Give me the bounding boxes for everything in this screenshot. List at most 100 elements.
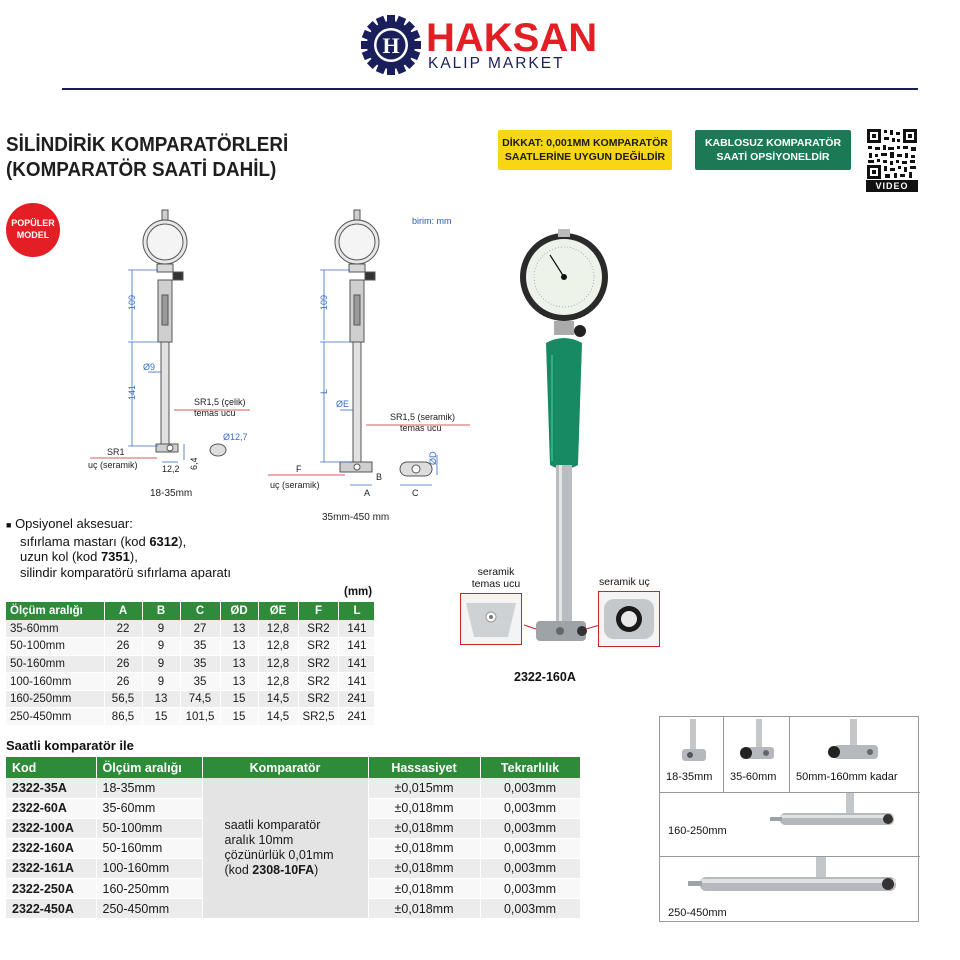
drawing-left-dimensions (128, 269, 185, 463)
spec-cell: 26 (104, 637, 143, 656)
bullet-icon: ■ (6, 520, 12, 530)
comparator-note-line-3: çözünürlük 0,01mm (224, 848, 334, 863)
brand-subtitle: KALIP MARKET (428, 55, 565, 72)
spec-cell: 12,8 (258, 620, 299, 639)
model-header-code: Kod (6, 757, 97, 778)
comparator-note-line-4-end: ) (314, 863, 319, 878)
spec-cell: 101,5 (180, 707, 221, 727)
right-dim-l: L (319, 389, 329, 394)
optional-accessory-note: ■ Opsiyonel aksesuar: sıfırlama mastarı … (6, 516, 231, 580)
model-repeat: 0,003mm (480, 898, 581, 920)
right-tip-label-2: temas ucu (400, 423, 442, 433)
model-accuracy: ±0,018mm (368, 898, 481, 920)
model-accuracy: ±0,018mm (368, 878, 481, 900)
variant-grid: 18-35mm 35-60mm 50mm-160mm kadar 160-250… (659, 716, 920, 923)
variant-label-3: 50mm-160mm kadar (796, 771, 898, 783)
spec-cell: 9 (142, 620, 181, 639)
ceramic-contact-label: seramik temas ucu (462, 566, 530, 590)
variant-label-2: 35-60mm (730, 771, 777, 783)
popular-line-1: POPÜLER (11, 218, 55, 228)
model-table: Kod Ölçüm aralığı Komparatör Hassasiyet … (6, 757, 581, 920)
spec-cell: 241 (338, 690, 376, 709)
spec-cell: SR2 (298, 620, 340, 639)
right-dim-c: C (412, 488, 419, 498)
accessory-heading: ■ Opsiyonel aksesuar: (6, 516, 231, 534)
qr-code-icon[interactable] (866, 128, 918, 180)
model-repeat: 0,003mm (480, 778, 581, 799)
drawing-right-gauge (334, 209, 433, 477)
spec-cell: 100-160mm (6, 672, 105, 691)
title-line-2: (KOMPARATÖR SAATİ DAHİL) (6, 158, 277, 181)
variant-18-35-image (682, 719, 706, 761)
model-code: 2322-450A (6, 898, 97, 920)
spec-cell: 86,5 (104, 707, 143, 727)
model-range: 160-250mm (96, 878, 203, 900)
popular-line-2: MODEL (16, 230, 50, 240)
right-tip-label-1: SR1,5 (seramik) (390, 412, 455, 422)
spec-cell: 13 (142, 690, 181, 709)
brand-logo[interactable]: H HAKSAN KALIP MARKET (360, 14, 600, 78)
right-dim-a: A (364, 488, 370, 498)
model-accuracy: ±0,018mm (368, 798, 481, 819)
spec-header-c: C (180, 602, 221, 620)
spec-header-l: L (338, 602, 376, 620)
model-repeat: 0,003mm (480, 798, 581, 819)
left-tip-label-1: SR1,5 (çelik) (194, 397, 246, 407)
spec-header-f: F (298, 602, 340, 620)
ceramic-contact-line-2: temas ucu (471, 578, 521, 590)
spec-cell: 26 (104, 655, 143, 674)
spec-header-e: ØE (258, 602, 299, 620)
ceramic-tip-label: seramik uç (599, 576, 650, 588)
spec-cell: 9 (142, 655, 181, 674)
comparator-note: saatli komparatör aralık 10mm çözünürlük… (202, 778, 369, 920)
spec-cell: 15 (142, 707, 181, 727)
right-dim-d: ØD (428, 451, 438, 465)
spec-header-a: A (104, 602, 143, 620)
model-code: 2322-161A (6, 858, 97, 879)
ceramic-contact-line-1: seramik (477, 566, 515, 578)
spec-cell: 13 (220, 672, 259, 691)
spec-cell: 50-100mm (6, 637, 105, 656)
model-header-repeat: Tekrarlılık (480, 757, 581, 778)
left-dim-d: Ø12,7 (223, 432, 248, 442)
spec-cell: 12,8 (258, 655, 299, 674)
spec-cell: SR2,5 (298, 707, 340, 727)
wireless-badge: KABLOSUZ KOMPARATÖR SAATİ OPSİYONELDİR (695, 130, 851, 170)
model-range: 50-160mm (96, 838, 203, 859)
warning-badge: DİKKAT: 0,001MM KOMPARATÖR SAATLERİNE UY… (498, 130, 672, 170)
header-divider (62, 88, 918, 90)
variant-250-450-image (688, 857, 896, 891)
spec-cell: 26 (104, 672, 143, 691)
comparator-note-code: 2308-10FA (252, 863, 315, 878)
accessory-line-2-text: sıfırlama mastarı (kod (20, 533, 150, 549)
variant-label-4: 160-250mm (668, 825, 727, 837)
variant-50-160-image (828, 719, 878, 759)
product-model-label: 2322-160A (514, 670, 576, 684)
accessory-line-2: sıfırlama mastarı (kod 6312), (6, 534, 231, 550)
model-code: 2322-100A (6, 818, 97, 839)
accessory-line-3-text: uzun kol (kod (20, 549, 101, 564)
technical-drawing: 109 141 Ø9 Ø12,7 SR1,5 (çelik) temas ucu… (88, 209, 470, 523)
video-label[interactable]: VIDEO (866, 180, 918, 192)
accessory-line-3: uzun kol (kod 7351), (6, 549, 231, 565)
wireless-line-2: SAATİ OPSİYONELDİR (716, 151, 830, 163)
left-dim-top: 109 (127, 295, 137, 310)
accessory-code-2: 7351 (100, 549, 130, 564)
ceramic-tip-inset (598, 591, 660, 647)
left-dim-dia: Ø9 (143, 362, 155, 372)
comparator-note-line-4-text: (kod (224, 863, 253, 878)
logo-letter: H (382, 33, 399, 58)
model-accuracy: ±0,018mm (368, 858, 481, 879)
variant-cell-250-450: 250-450mm (660, 857, 920, 923)
spec-cell: 22 (104, 620, 143, 639)
model-header-accuracy: Hassasiyet (368, 757, 481, 778)
wireless-line-1: KABLOSUZ KOMPARATÖR (704, 137, 842, 149)
accessory-line-1: Opsiyonel aksesuar: (15, 516, 133, 531)
model-repeat: 0,003mm (480, 878, 581, 900)
